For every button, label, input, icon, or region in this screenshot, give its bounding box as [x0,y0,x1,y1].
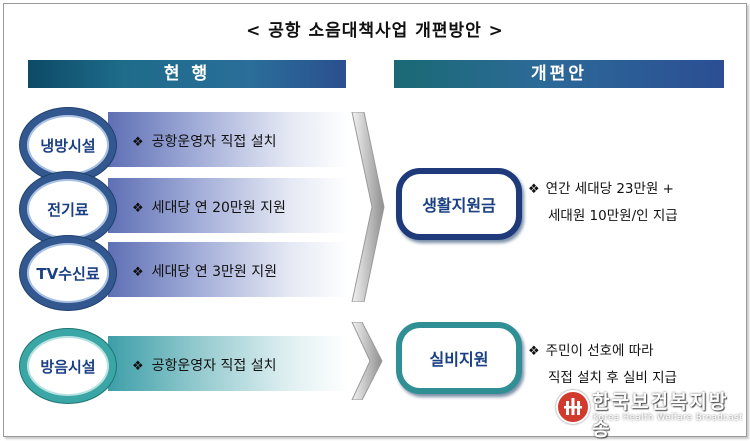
diagram-title: < 공항 소음대책사업 개편방안 > [246,21,504,41]
broadcaster-subtitle: Korea Health Welfare Broadcast [593,413,743,423]
current-label-oval: TV수신료 [20,236,116,310]
current-row-bar [108,242,348,297]
diamond-bullet-icon: ❖ [132,135,144,150]
reform-heading: 개편안 [394,60,724,88]
diamond-bullet-icon: ❖ [132,201,144,216]
current-item: ❖공항운영자 직접 설치 [132,134,277,150]
reform-box: 생활지원금 [396,168,522,240]
diamond-bullet-icon: ❖ [132,265,144,280]
current-row-bar [108,112,348,167]
diamond-bullet-icon: ❖ [528,182,540,197]
current-label-oval: 전기료 [20,172,116,246]
current-heading: 현 행 [28,60,346,88]
broadcaster-name: 한국보건복지방송 [592,391,729,440]
current-label-oval: 방음시설 [20,329,116,403]
current-label-oval: 냉방시설 [20,108,116,182]
current-item: ❖세대당 연 20만원 지원 [132,200,286,216]
chevron-right-icon [351,322,383,400]
current-row-bar [108,178,348,233]
reform-detail: ❖연간 세대당 23만원 + 세대원 10만원/인 지급 [528,181,678,224]
diamond-bullet-icon: ❖ [132,359,144,374]
current-item: ❖공항운영자 직접 설치 [132,358,277,374]
broadcaster-logo-icon [556,390,590,424]
chevron-right-icon [351,112,385,302]
broadcaster-watermark: 한국보건복지방송 Korea Health Welfare Broadcast [552,384,742,440]
diamond-bullet-icon: ❖ [528,344,540,359]
reform-detail: ❖주민이 선호에 따라 직접 설치 후 실비 지급 [528,343,677,386]
current-row-bar [108,336,348,391]
current-item: ❖세대당 연 3만원 지원 [132,264,277,280]
reform-box: 실비지원 [396,322,522,394]
